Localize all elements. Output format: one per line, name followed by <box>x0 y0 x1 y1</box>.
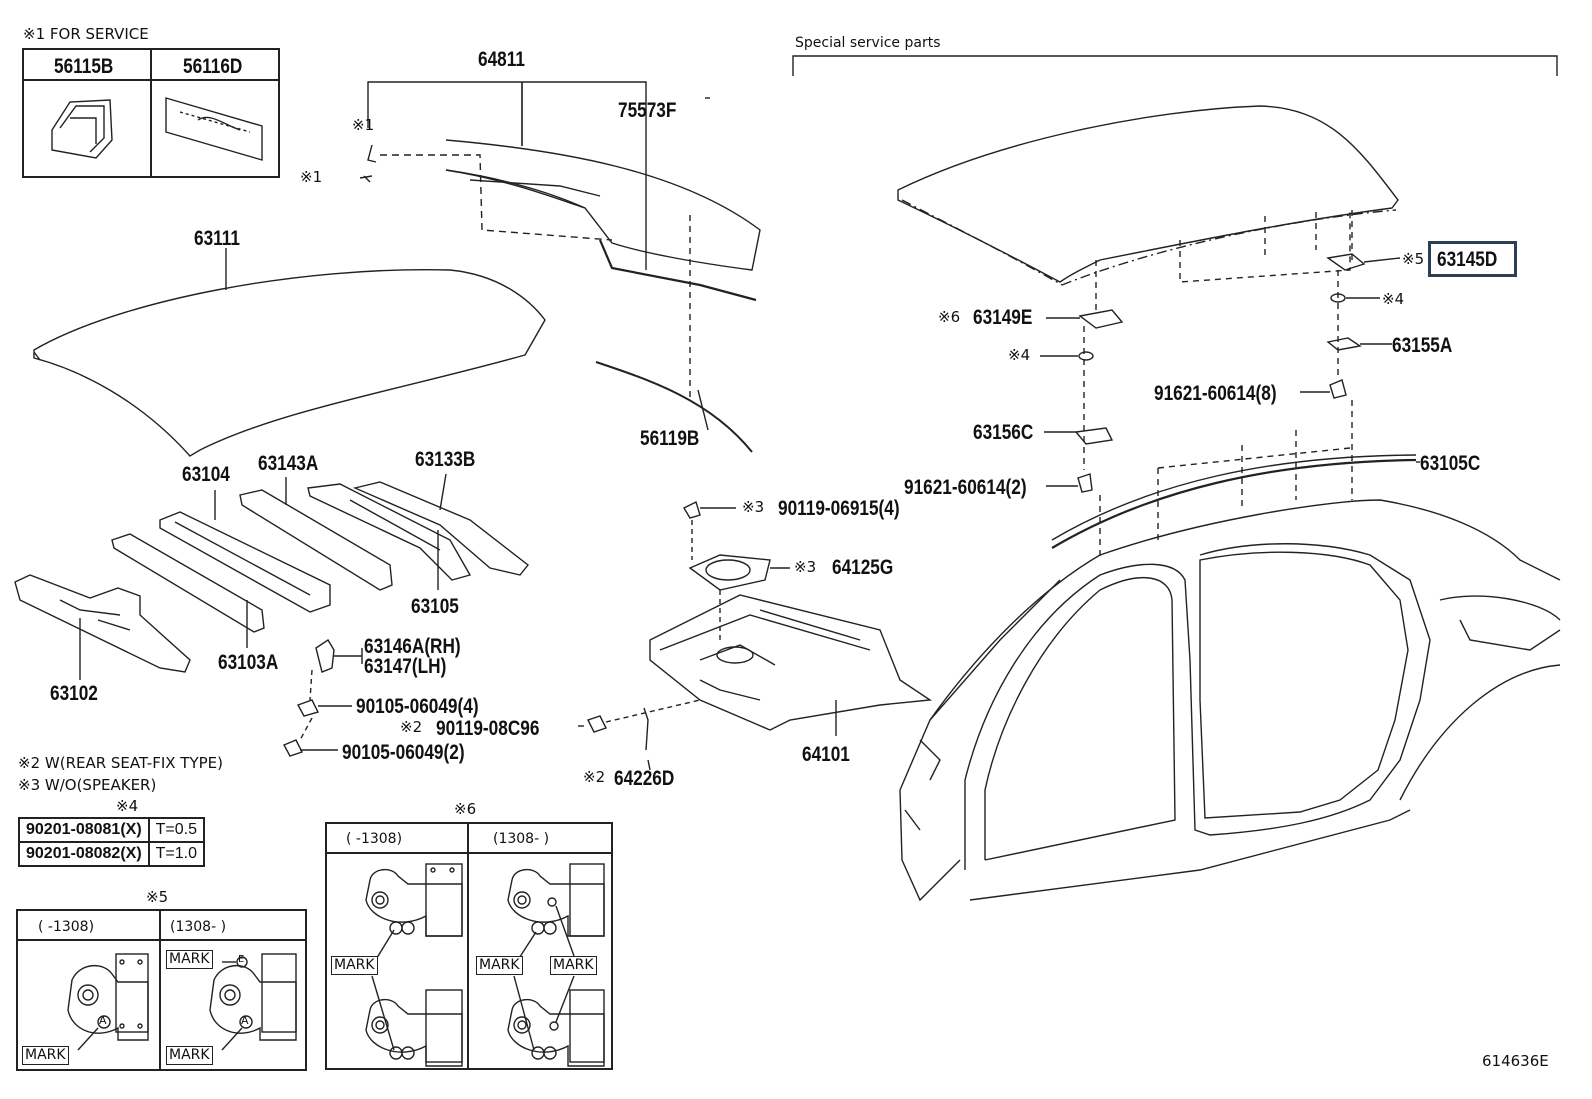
t6-bracket-old-bottom <box>365 989 463 1067</box>
roof-panel-63111 <box>33 268 546 457</box>
bolt-91621-2[interactable]: 91621-60614(2) <box>904 476 1027 499</box>
mark-label: MARK <box>476 956 523 975</box>
roof-bow-63105 <box>307 483 472 581</box>
part-75573F[interactable]: 75573F <box>618 99 677 122</box>
table-cell-thickness: T=1.0 <box>147 841 206 867</box>
table4-title: ※4 <box>116 797 139 815</box>
table-row: 90201-08081(X) T=0.5 <box>18 817 206 843</box>
table5-col-new: (1308- ) <box>170 919 227 935</box>
bolt-90119-06915[interactable]: 90119-06915(4) <box>778 497 900 520</box>
roof-bow-63133B <box>352 481 529 576</box>
roof-bow-63103A <box>111 533 265 633</box>
table6-title: ※6 <box>454 800 477 818</box>
note-ref-5: ※5 <box>1402 250 1425 268</box>
part-63105[interactable]: 63105 <box>411 595 459 618</box>
table6-col-old: ( -1308) <box>346 831 403 847</box>
note-ref-2b: ※2 <box>400 718 423 736</box>
mark-label: MARK <box>22 1046 69 1065</box>
part-63133B[interactable]: 63133B <box>415 448 476 471</box>
symbol-a: A <box>241 1014 249 1027</box>
part-64811[interactable]: 64811 <box>478 48 525 71</box>
part-63111[interactable]: 63111 <box>194 227 240 250</box>
roof-assembly-right <box>897 105 1399 286</box>
t6-bracket-new-top <box>507 863 605 937</box>
t5-bracket-new <box>209 953 297 1041</box>
note-ref-1b: ※1 <box>300 168 323 186</box>
note-ref-6: ※6 <box>938 308 961 326</box>
back-window-glass-64811 <box>445 139 761 302</box>
figure-id: 614636E <box>1482 1052 1549 1070</box>
mark-label: MARK <box>166 950 213 969</box>
part-63146A-rh[interactable]: 63146A(RH) <box>364 635 461 658</box>
t6-bracket-old-top <box>365 863 463 937</box>
part-63143A[interactable]: 63143A <box>258 452 319 475</box>
part-63103A[interactable]: 63103A <box>218 651 279 674</box>
note-ref-3a: ※3 <box>742 498 765 516</box>
roof-bow-63104 <box>159 511 331 613</box>
part-56119B[interactable]: 56119B <box>640 427 700 450</box>
note-ref-4a: ※4 <box>1382 290 1405 308</box>
note-ref-1a: ※1 <box>352 116 375 134</box>
note-ref-4b: ※4 <box>1008 346 1031 364</box>
bolt-91621-8[interactable]: 91621-60614(8) <box>1154 382 1277 405</box>
bolt-90105-2[interactable]: 90105-06049(2) <box>342 741 465 764</box>
speaker-plate-64125G <box>688 554 771 591</box>
t6-bracket-new-bottom <box>507 989 605 1067</box>
note-ref-3b: ※3 <box>794 558 817 576</box>
table5-box <box>16 909 307 1071</box>
table-cell-thickness: T=0.5 <box>147 817 206 843</box>
part-56116D[interactable]: 56116D <box>183 55 243 78</box>
part-64101[interactable]: 64101 <box>802 743 850 766</box>
note-3-text: ※3 W/O(SPEAKER) <box>18 776 157 794</box>
mark-label: MARK <box>550 956 597 975</box>
table6-col-new: (1308- ) <box>493 831 550 847</box>
table-row: 90201-08082(X) T=1.0 <box>18 841 206 867</box>
t5-bracket-old <box>67 953 149 1041</box>
special-service-title: Special service parts <box>795 35 941 51</box>
bolt-90105-4[interactable]: 90105-06049(4) <box>356 695 479 718</box>
symbol-a: A <box>99 1014 107 1027</box>
washer-table: 90201-08081(X) T=0.5 90201-08082(X) T=1.… <box>18 817 206 867</box>
table-cell-part: 90201-08082(X) <box>18 841 150 867</box>
table-cell-part: 90201-08081(X) <box>18 817 150 843</box>
table5-title: ※5 <box>146 888 169 906</box>
front-header-63102 <box>14 574 191 673</box>
note-ref-2c: ※2 <box>583 768 606 786</box>
part-63156C[interactable]: 63156C <box>973 421 1034 444</box>
roof-bow-63143A <box>239 489 393 591</box>
body-side-panel <box>899 499 1561 902</box>
for-service-title: ※1 FOR SERVICE <box>23 25 149 43</box>
part-64226D[interactable]: 64226D <box>614 767 675 790</box>
part-63104[interactable]: 63104 <box>182 463 230 486</box>
package-tray-64101 <box>649 594 933 731</box>
part-64125G[interactable]: 64125G <box>832 556 894 579</box>
part-63147-lh[interactable]: 63147(LH) <box>364 655 447 678</box>
part-56115B[interactable]: 56115B <box>54 55 114 78</box>
part-63105C[interactable]: 63105C <box>1420 452 1481 475</box>
clip-56115b-icon <box>51 99 113 159</box>
mark-label: MARK <box>331 956 378 975</box>
part-63149E[interactable]: 63149E <box>973 306 1033 329</box>
table5-col-old: ( -1308) <box>38 919 95 935</box>
note-2-text: ※2 W(REAR SEAT-FIX TYPE) <box>18 754 224 772</box>
mark-label: MARK <box>166 1046 213 1065</box>
part-63155A[interactable]: 63155A <box>1392 334 1453 357</box>
part-63145D[interactable]: 63145D <box>1437 248 1498 271</box>
part-63102[interactable]: 63102 <box>50 682 98 705</box>
symbol-e: E <box>238 954 245 965</box>
highlight-63145d <box>1428 241 1517 277</box>
emblem-56116d-icon <box>165 97 263 161</box>
bolt-90119-08C96[interactable]: 90119-08C96 <box>436 717 540 740</box>
